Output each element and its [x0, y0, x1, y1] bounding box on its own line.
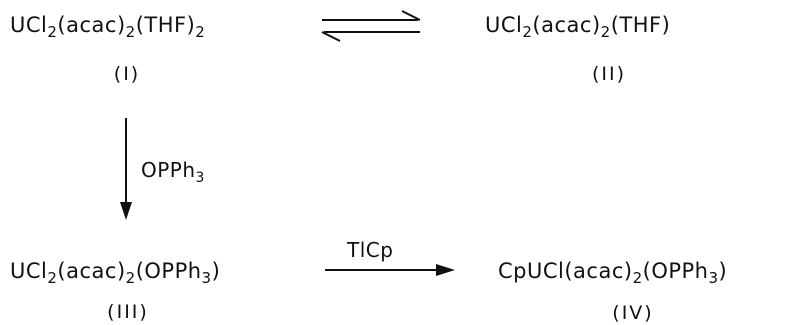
- right-arrow-head: [436, 264, 455, 276]
- equilibrium-arrows: [321, 10, 421, 42]
- compound-I-n1: 2: [47, 23, 58, 41]
- equilibrium-forward-half-head: [401, 10, 421, 21]
- compound-IV-label: (IV): [612, 302, 654, 324]
- compound-III-n1: 2: [47, 269, 58, 287]
- compound-III-suffix-b: ): [211, 259, 221, 283]
- compound-I-n2: 2: [125, 23, 136, 41]
- reagent-down-text: OPPh: [141, 158, 196, 182]
- compound-III-mid: (acac): [57, 259, 126, 283]
- right-arrow: [325, 264, 455, 276]
- down-arrow: [120, 118, 132, 220]
- compound-III-n3: 3: [201, 269, 212, 287]
- compound-II-mid: (acac): [532, 13, 601, 37]
- reagent-down-n: 3: [195, 170, 205, 186]
- compound-IV-prefix: CpUCl(acac): [498, 259, 633, 283]
- compound-II-formula: UCl2(acac)2(THF): [485, 13, 671, 40]
- compound-II-n1: 2: [522, 23, 533, 41]
- reagent-tlcp: TlCp: [347, 238, 394, 262]
- compound-I-suffix: (THF): [135, 13, 196, 37]
- compound-IV-suffix-a: (OPPh: [642, 259, 709, 283]
- compound-I-prefix: UCl: [10, 13, 48, 37]
- compound-II-prefix: UCl: [485, 13, 523, 37]
- down-arrow-head: [120, 202, 132, 220]
- equilibrium-reverse-half-head: [321, 31, 341, 42]
- compound-III-label: (III): [107, 301, 149, 323]
- compound-II-label: (II): [591, 63, 627, 85]
- reagent-oppH3: OPPh3: [141, 158, 205, 185]
- compound-IV-n2: 3: [708, 269, 719, 287]
- compound-III-suffix-a: (OPPh: [135, 259, 202, 283]
- compound-II-n2: 2: [600, 23, 611, 41]
- compound-III-formula: UCl2(acac)2(OPPh3): [10, 259, 221, 286]
- compound-I-label: (I): [113, 63, 141, 85]
- compound-IV-n1: 2: [632, 269, 643, 287]
- compound-II-suffix: (THF): [610, 13, 671, 37]
- compound-I-formula: UCl2(acac)2(THF)2: [10, 13, 205, 40]
- compound-III-prefix: UCl: [10, 259, 48, 283]
- compound-IV-suffix-b: ): [718, 259, 728, 283]
- compound-I-mid: (acac): [57, 13, 126, 37]
- compound-I-n3: 2: [195, 23, 206, 41]
- compound-IV-formula: CpUCl(acac)2(OPPh3): [498, 259, 728, 286]
- compound-III-n2: 2: [125, 269, 136, 287]
